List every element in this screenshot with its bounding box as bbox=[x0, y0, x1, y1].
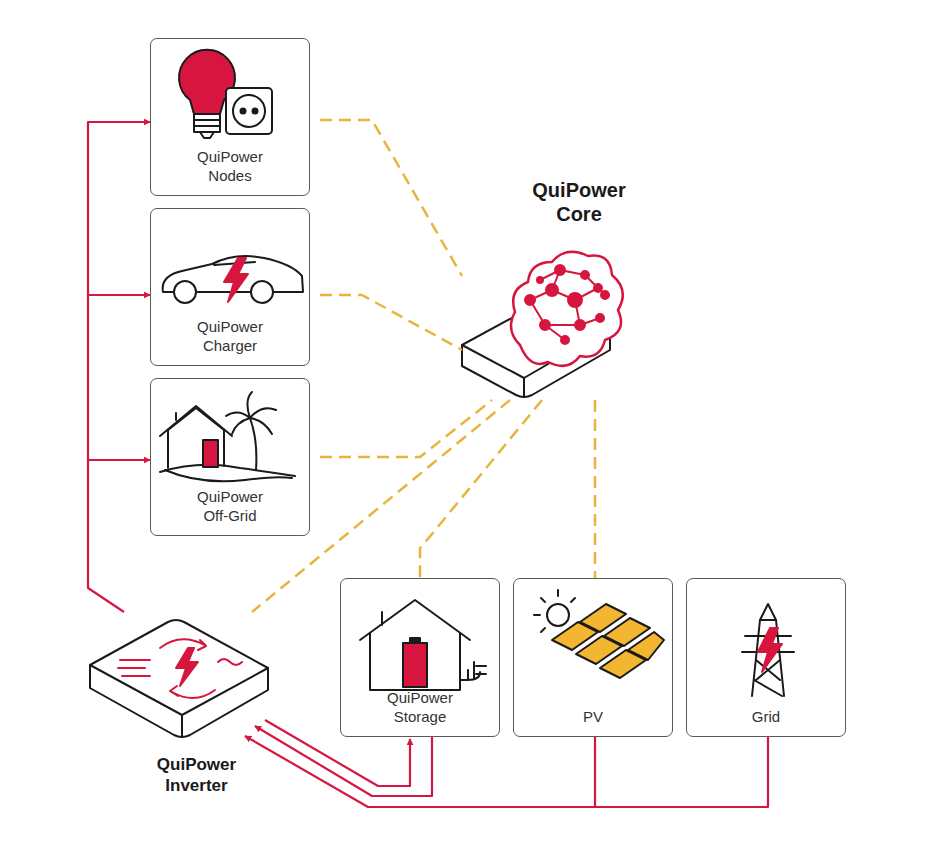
node-label: Grid bbox=[752, 707, 780, 726]
data-link bbox=[252, 400, 510, 612]
power-line bbox=[245, 736, 595, 807]
node-label: QuiPower Inverter bbox=[147, 754, 247, 796]
brain-network bbox=[511, 252, 623, 366]
power-line bbox=[88, 122, 150, 612]
data-link bbox=[320, 295, 462, 350]
hub-device: QuiPower Core bbox=[462, 178, 640, 400]
device-box: QuiPower Off-Grid bbox=[150, 378, 310, 536]
source-box: Grid bbox=[686, 578, 846, 737]
data-link bbox=[594, 400, 597, 578]
node-label: QuiPower Charger bbox=[184, 317, 276, 355]
data-link bbox=[320, 400, 492, 457]
node-label: QuiPower Off-Grid bbox=[184, 487, 276, 525]
data-link bbox=[320, 120, 462, 276]
source-box: PV bbox=[513, 578, 673, 737]
node-label: QuiPower Storage bbox=[374, 688, 466, 726]
house-battery-icon bbox=[360, 600, 486, 690]
inverter-device-node: QuiPower Inverter bbox=[82, 608, 275, 796]
device-box: QuiPower Storage bbox=[340, 578, 500, 737]
device-box: QuiPower Charger bbox=[150, 208, 310, 366]
inverter-device bbox=[90, 620, 268, 737]
power-line bbox=[595, 737, 768, 807]
island-icon bbox=[160, 392, 295, 481]
bulb-socket-icon bbox=[179, 50, 272, 138]
solar-panel-icon bbox=[534, 590, 664, 678]
node-label: QuiPower Nodes bbox=[184, 147, 276, 185]
data-link bbox=[420, 400, 542, 578]
car-icon bbox=[163, 256, 303, 303]
node-label: PV bbox=[583, 707, 603, 726]
node-label: QuiPower Core bbox=[518, 178, 640, 226]
power-line bbox=[88, 294, 150, 296]
power-line bbox=[88, 459, 150, 461]
device-box: QuiPower Nodes bbox=[150, 38, 310, 196]
pylon-icon bbox=[742, 604, 794, 696]
